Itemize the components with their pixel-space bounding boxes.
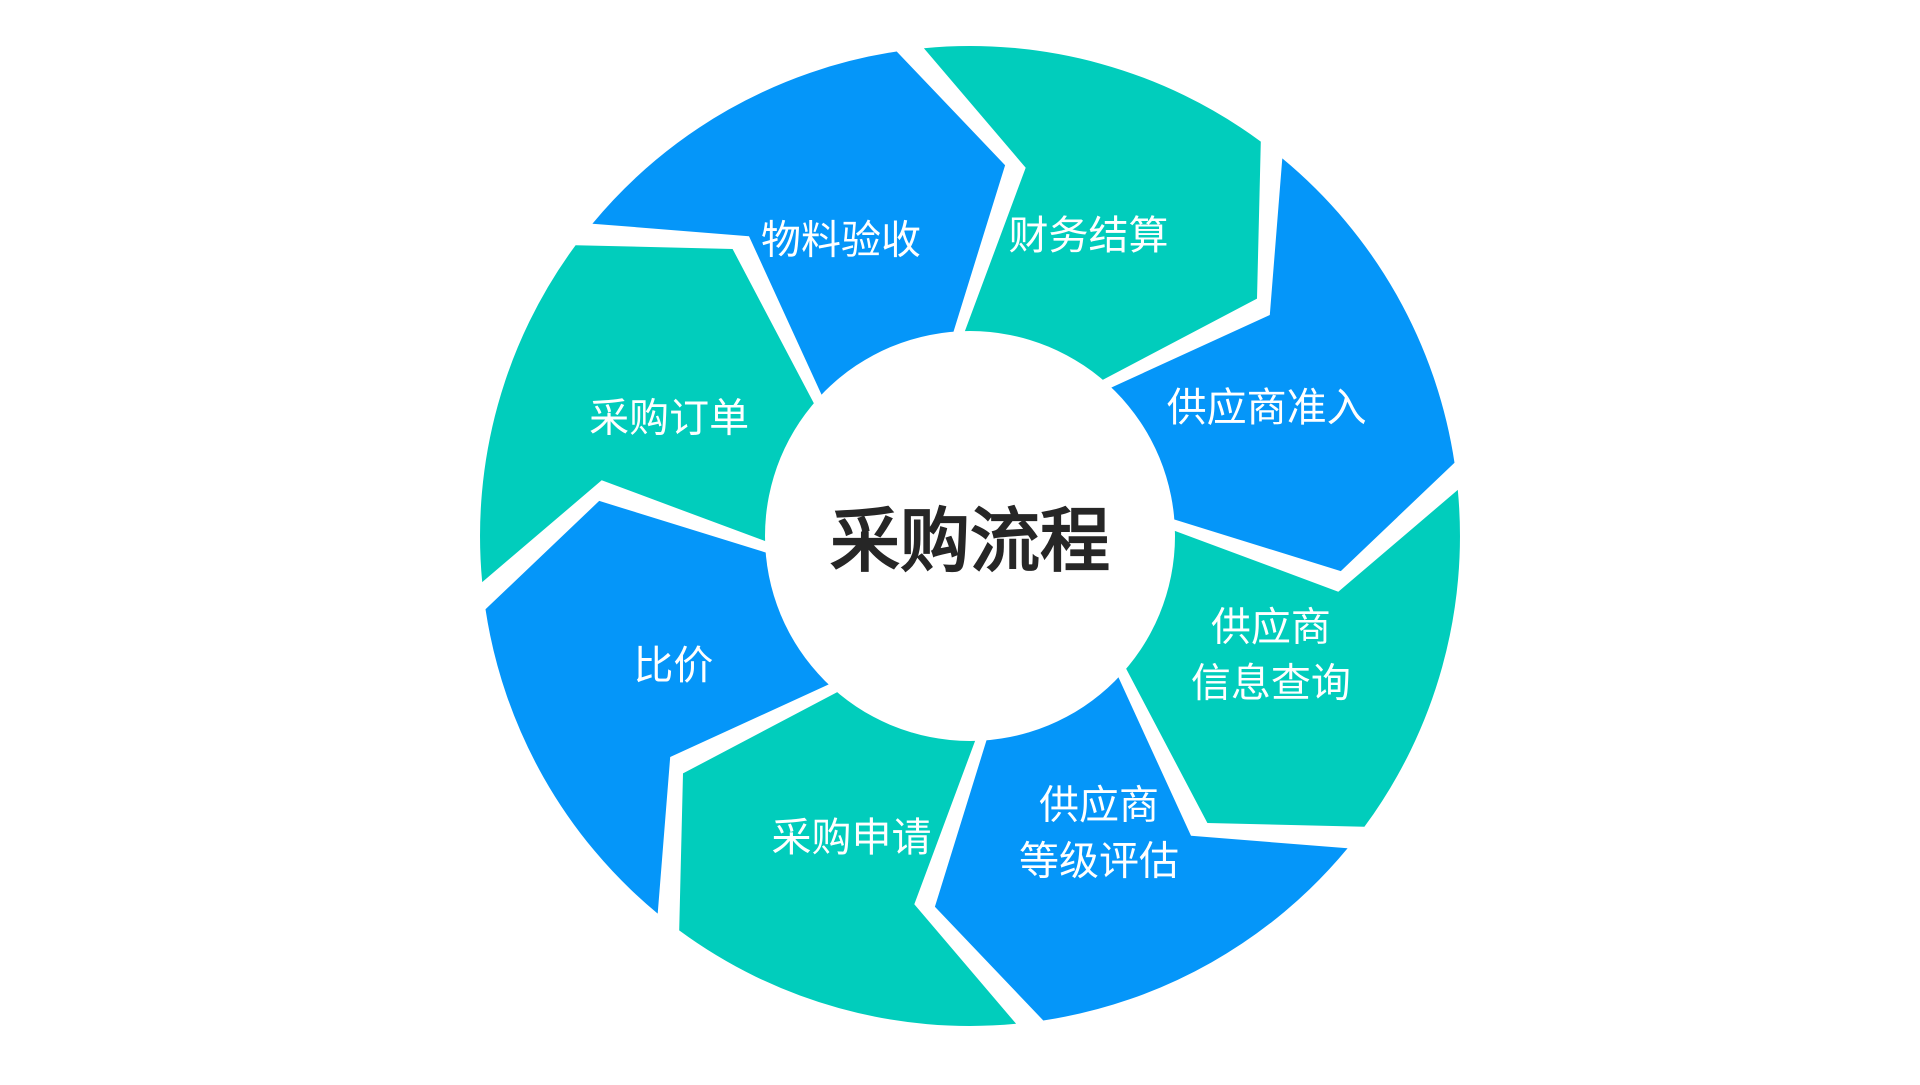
segment-label: 供应商信息查询 xyxy=(1191,605,1351,707)
segment-layer xyxy=(480,46,1460,1026)
cycle-segment xyxy=(1110,489,1460,827)
label-layer: 供应商准入供应商信息查询供应商等级评估采购申请比价采购订单物料验收财务结算 xyxy=(589,213,1367,885)
segment-label-line: 供应商 xyxy=(1039,783,1159,829)
segment-label: 采购订单 xyxy=(589,396,749,442)
segment-label: 采购申请 xyxy=(772,815,932,861)
cycle-segment xyxy=(480,245,830,583)
center-title: 采购流程 xyxy=(830,500,1110,582)
segment-label-line: 供应商 xyxy=(1211,605,1331,651)
segment-label: 供应商准入 xyxy=(1167,385,1367,431)
segment-label: 物料验收 xyxy=(761,217,921,263)
cycle-segment xyxy=(1081,158,1455,572)
segment-label-line: 物料验收 xyxy=(761,217,921,263)
center-hub xyxy=(765,331,1175,741)
cycle-segment xyxy=(923,46,1261,396)
segment-label-line: 采购订单 xyxy=(589,396,749,442)
cycle-segment xyxy=(592,51,1006,425)
segment-label-line: 采购申请 xyxy=(772,815,932,861)
segment-label-line: 财务结算 xyxy=(1009,213,1169,259)
segment-label: 供应商等级评估 xyxy=(1019,783,1179,885)
cycle-segment xyxy=(485,500,859,914)
segment-label: 比价 xyxy=(633,643,713,689)
segment-label-line: 比价 xyxy=(633,643,713,689)
segment-label: 财务结算 xyxy=(1009,213,1169,259)
segment-label-line: 供应商准入 xyxy=(1167,385,1367,431)
segment-label-line: 等级评估 xyxy=(1019,839,1179,885)
segment-label-line: 信息查询 xyxy=(1191,661,1351,707)
cycle-segment xyxy=(679,676,1017,1026)
cycle-segment xyxy=(934,647,1348,1021)
